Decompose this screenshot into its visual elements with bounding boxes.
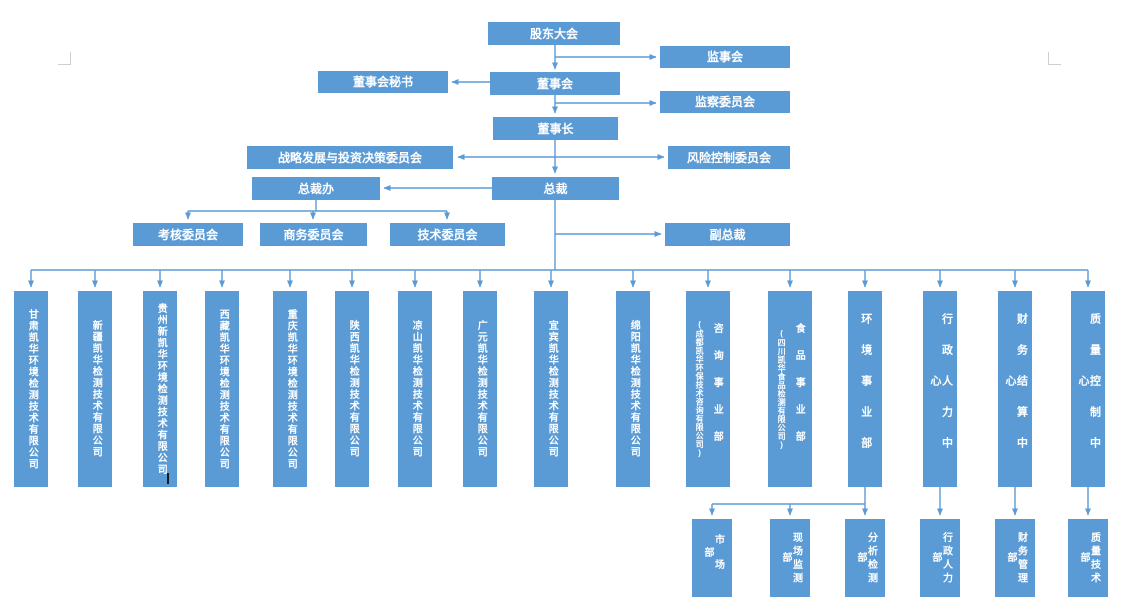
node-subsidiary-mianyang[interactable]: 绵阳凯华检测技术有限公司 — [616, 291, 650, 487]
node-label: 广元凯华检测技术有限公司 — [475, 320, 487, 458]
node-label: 总裁办 — [297, 181, 334, 196]
node-food-division[interactable]: 食品事业部 (四川凯华食品检测有限公司) — [768, 291, 812, 487]
node-label: 副总裁 — [709, 227, 746, 242]
node-label: 监事会 — [706, 50, 743, 64]
node-quality-control-center[interactable]: 质量控制中心 — [1071, 291, 1105, 487]
node-shareholders-meeting[interactable]: 股东大会 — [488, 22, 620, 45]
node-label: 甘肃凯华环境检测技术有限公司 — [26, 308, 38, 470]
node-dept-quality-technology[interactable]: 质量技术部 — [1068, 519, 1108, 597]
node-subsidiary-shaanxi[interactable]: 陕西凯华检测技术有限公司 — [335, 291, 369, 487]
text-cursor-artifact — [167, 473, 169, 484]
node-dept-finance-management[interactable]: 财务管理部 — [995, 519, 1035, 597]
node-label: 总裁 — [543, 181, 568, 196]
node-dept-admin-hr[interactable]: 行政人力部 — [920, 519, 960, 597]
node-label: 技术委员会 — [417, 227, 478, 242]
node-business-committee[interactable]: 商务委员会 — [260, 223, 367, 246]
node-subsidiary-xinjiang[interactable]: 新疆凯华检测技术有限公司 — [78, 291, 112, 487]
node-label: 市场部 — [702, 534, 724, 584]
node-supervision-committee[interactable]: 监察委员会 — [660, 91, 790, 113]
node-label: 宜宾凯华检测技术有限公司 — [546, 320, 558, 458]
node-supervisory-board[interactable]: 监事会 — [660, 46, 790, 68]
node-label: 陕西凯华检测技术有限公司 — [347, 320, 359, 458]
node-label: 新疆凯华检测技术有限公司 — [90, 320, 102, 458]
node-label: 风险控制委员会 — [686, 150, 771, 165]
node-subsidiary-liangshan[interactable]: 凉山凯华检测技术有限公司 — [398, 291, 432, 487]
node-strategy-investment-committee[interactable]: 战略发展与投资决策委员会 — [247, 146, 453, 169]
node-subsidiary-guizhou[interactable]: 贵州新凯华环境检测技术有限公司 — [143, 291, 177, 487]
node-sublabel: (成都凯华环保技术咨询有限公司) — [695, 320, 705, 458]
node-subsidiary-yibin[interactable]: 宜宾凯华检测技术有限公司 — [534, 291, 568, 487]
node-label: 食品事业部 — [793, 323, 805, 458]
node-dept-analysis-testing[interactable]: 分析检测部 — [845, 519, 885, 597]
node-label: 董事长 — [537, 121, 574, 136]
node-technical-committee[interactable]: 技术委员会 — [390, 223, 505, 246]
node-label: 监察委员会 — [694, 95, 755, 109]
node-label: 战略发展与投资决策委员会 — [277, 150, 422, 165]
node-label: 质量控制中心 — [1077, 313, 1101, 468]
node-label: 环境事业部 — [859, 313, 872, 468]
node-admin-hr-center[interactable]: 行政人力中心 — [923, 291, 957, 487]
node-label: 西藏凯华环境检测技术有限公司 — [217, 308, 229, 470]
node-subsidiary-gansu[interactable]: 甘肃凯华环境检测技术有限公司 — [14, 291, 48, 487]
node-label: 董事会秘书 — [352, 75, 413, 89]
node-president-office[interactable]: 总裁办 — [252, 177, 380, 200]
node-dept-field-monitoring[interactable]: 现场监测部 — [770, 519, 810, 597]
node-label: 财务结算中心 — [1004, 313, 1028, 468]
node-vice-president[interactable]: 副总裁 — [665, 223, 790, 246]
node-finance-settlement-center[interactable]: 财务结算中心 — [998, 291, 1032, 487]
node-label: 股东大会 — [529, 26, 578, 41]
node-president[interactable]: 总裁 — [492, 177, 619, 200]
node-label: 财务管理部 — [1005, 532, 1027, 586]
node-label: 绵阳凯华检测技术有限公司 — [628, 320, 640, 458]
node-assessment-committee[interactable]: 考核委员会 — [133, 223, 243, 246]
node-subsidiary-xizang[interactable]: 西藏凯华环境检测技术有限公司 — [205, 291, 239, 487]
node-label: 董事会 — [536, 76, 573, 91]
node-label: 分析检测部 — [855, 532, 877, 586]
node-label: 质量技术部 — [1078, 532, 1100, 586]
page-margin-mark-top-left — [58, 52, 71, 65]
node-subsidiary-chongqing[interactable]: 重庆凯华环境检测技术有限公司 — [273, 291, 307, 487]
node-chairman[interactable]: 董事长 — [493, 117, 618, 140]
node-sublabel: (四川凯华食品检测有限公司) — [777, 328, 787, 450]
node-board-of-directors[interactable]: 董事会 — [490, 72, 620, 95]
node-environment-division[interactable]: 环境事业部 — [848, 291, 882, 487]
node-label: 现场监测部 — [780, 532, 802, 586]
node-label: 咨询事业部 — [711, 323, 723, 458]
node-label: 行政人力中心 — [929, 313, 953, 468]
node-label: 重庆凯华环境检测技术有限公司 — [285, 308, 297, 470]
node-label: 商务委员会 — [283, 227, 344, 242]
node-label: 行政人力部 — [930, 532, 952, 586]
node-board-secretary[interactable]: 董事会秘书 — [318, 71, 448, 93]
node-label: 贵州新凯华环境检测技术有限公司 — [155, 302, 167, 476]
node-consulting-division[interactable]: 咨询事业部 (成都凯华环保技术咨询有限公司) — [686, 291, 730, 487]
node-dept-marketing[interactable]: 市场部 — [692, 519, 732, 597]
node-label: 考核委员会 — [157, 227, 218, 242]
node-label: 凉山凯华检测技术有限公司 — [410, 320, 422, 458]
node-risk-control-committee[interactable]: 风险控制委员会 — [668, 146, 790, 169]
page-margin-mark-top-right — [1048, 52, 1061, 65]
node-subsidiary-guangyuan[interactable]: 广元凯华检测技术有限公司 — [463, 291, 497, 487]
